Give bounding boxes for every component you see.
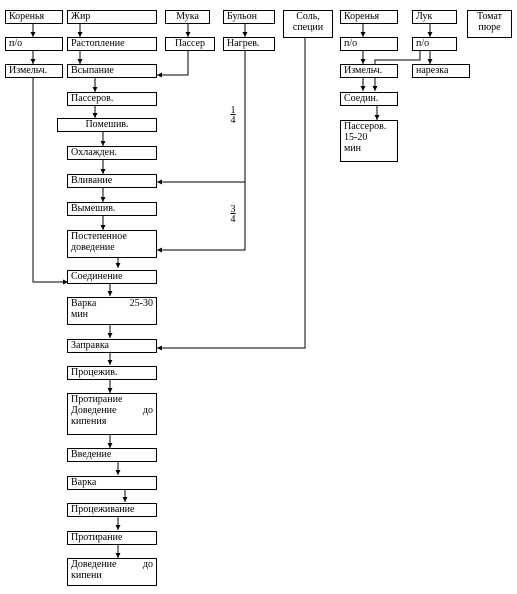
- arrow-sol-zapravka: [157, 38, 306, 351]
- node-pomeshiv: Помешив.: [57, 118, 157, 132]
- node-soedinenie: Соединение: [67, 270, 157, 284]
- arrow-izmelch-soedinenie: [32, 77, 68, 285]
- node-bulon: Бульон: [223, 10, 275, 24]
- node-zapravka: Заправка: [67, 339, 157, 353]
- node-narezka: нарезка: [412, 64, 470, 78]
- fraction-three-quarters: 3 4: [230, 204, 236, 225]
- node-vymeshiv: Вымешив.: [67, 202, 157, 216]
- node-korenya: Коренья: [5, 10, 63, 24]
- node-po-2: п/о: [340, 37, 398, 51]
- arrow-passer-vsypanie: [157, 50, 189, 78]
- node-soedin: Соедин.: [340, 92, 398, 106]
- node-protiranie-2: Протирание: [67, 531, 157, 545]
- node-passerov: Пассеров.: [67, 92, 157, 106]
- node-rastoplenie: Растопление: [67, 37, 157, 51]
- node-tomat-pyure: Томат пюре: [467, 10, 512, 38]
- node-nagrev: Нагрев.: [223, 37, 275, 51]
- node-passerov-2: Пассеров. 15-20 мин: [340, 120, 398, 162]
- node-korenya-2: Коренья: [340, 10, 398, 24]
- node-procezhiv: Процежив.: [67, 366, 157, 380]
- node-vsypanie: Всыпание: [67, 64, 157, 78]
- node-passer: Пассер: [165, 37, 215, 51]
- arrow-nagrev-postepennoe: [157, 182, 246, 253]
- fraction-one-quarter: 1 4: [230, 105, 236, 126]
- node-varka-2: Варка: [67, 476, 157, 490]
- node-vlivanie: Вливание: [67, 174, 157, 188]
- node-vvedenie: Введение: [67, 448, 157, 462]
- node-ohlazhden: Охлажден.: [67, 146, 157, 160]
- node-po: п/о: [5, 37, 63, 51]
- node-muka: Мука: [165, 10, 210, 24]
- node-postepennoe-dovedenie: Постепенное доведение: [67, 230, 157, 258]
- node-izmelch: Измельч.: [5, 64, 63, 78]
- node-procezhivanie: Процеживание: [67, 503, 157, 517]
- node-luk: Лук: [412, 10, 457, 24]
- node-zhir: Жир: [67, 10, 157, 24]
- node-luk-po: п/о: [412, 37, 457, 51]
- node-sol-specii: Соль, специи: [283, 10, 333, 38]
- node-izmelch-2: Измельч.: [340, 64, 398, 78]
